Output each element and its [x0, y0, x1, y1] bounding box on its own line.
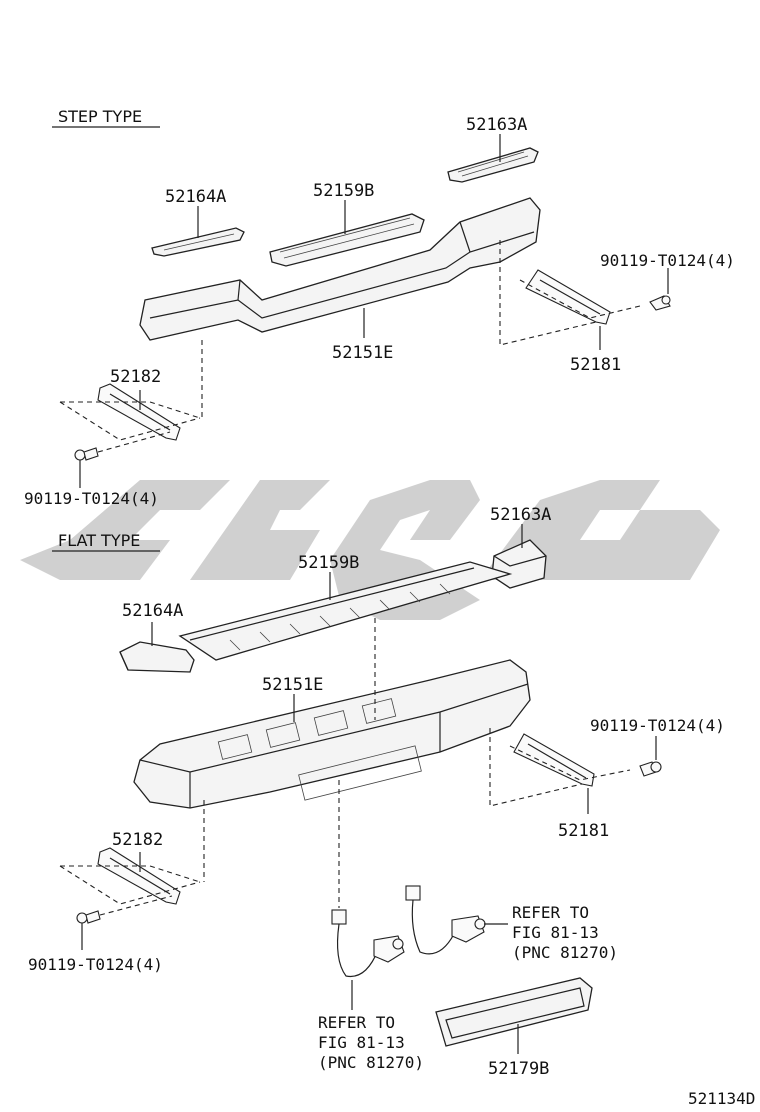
label-step-52159b: 52159B — [313, 181, 374, 201]
label-flat-52179b: 52179B — [488, 1059, 549, 1079]
label-flat-90119-right: 90119-T0124(4) — [590, 716, 725, 735]
label-flat-90119-left: 90119-T0124(4) — [28, 955, 163, 974]
refer-left-line3: (PNC 81270) — [318, 1053, 424, 1072]
license-lamp-left — [331, 909, 405, 978]
flat-pad-52159b — [178, 561, 513, 661]
section-title-step-type: STEP TYPE — [58, 107, 142, 126]
flat-cap-52164a — [119, 641, 195, 673]
step-pad-52159b — [269, 213, 425, 267]
license-garnish-52179b — [435, 977, 593, 1047]
flat-cap-52163a — [491, 539, 547, 589]
label-flat-52182: 52182 — [112, 830, 163, 850]
step-bolt-right — [649, 295, 671, 311]
step-bumper-52151e — [139, 197, 541, 341]
label-step-52181: 52181 — [570, 355, 621, 375]
flat-bolt-left-dash — [99, 895, 173, 916]
step-pad-52164a — [151, 227, 245, 257]
section-title-flat-type: FLAT TYPE — [58, 531, 140, 550]
label-flat-52164a: 52164A — [122, 601, 183, 621]
label-step-90119-left: 90119-T0124(4) — [24, 489, 159, 508]
label-flat-52159b: 52159B — [298, 553, 359, 573]
label-step-52151e: 52151E — [332, 343, 393, 363]
label-flat-52151e: 52151E — [262, 675, 323, 695]
license-lamp-right — [405, 885, 486, 955]
figure-code: 521134D — [688, 1089, 755, 1108]
flat-bracket-52181 — [513, 733, 595, 787]
refer-left-line2: FIG 81-13 — [318, 1033, 405, 1052]
refer-left-line1: REFER TO — [318, 1013, 395, 1032]
label-step-90119-right: 90119-T0124(4) — [600, 251, 735, 270]
refer-right-line1: REFER TO — [512, 903, 589, 922]
refer-right-line3: (PNC 81270) — [512, 943, 618, 962]
flat-bolt-right — [639, 761, 662, 777]
label-flat-52163a: 52163A — [490, 505, 551, 525]
step-bracket-52181 — [525, 269, 611, 325]
flat-bracket-52182-dashes — [59, 800, 205, 905]
step-bracket-52182-dashes — [59, 340, 203, 441]
label-flat-52181: 52181 — [558, 821, 609, 841]
step-bracket-52182 — [97, 383, 181, 441]
flat-bracket-52181-dashes — [489, 728, 631, 807]
flat-bolt-left — [76, 910, 101, 924]
flat-bumper-52151e — [133, 659, 531, 809]
step-pad-52163a — [447, 147, 539, 183]
label-step-52163a: 52163A — [466, 115, 527, 135]
refer-right-line2: FIG 81-13 — [512, 923, 599, 942]
step-bolt-left — [74, 447, 99, 461]
flat-bracket-52182 — [97, 847, 181, 905]
label-step-52164a: 52164A — [165, 187, 226, 207]
step-bolt-left-dash — [97, 431, 171, 453]
label-step-52182: 52182 — [110, 367, 161, 387]
